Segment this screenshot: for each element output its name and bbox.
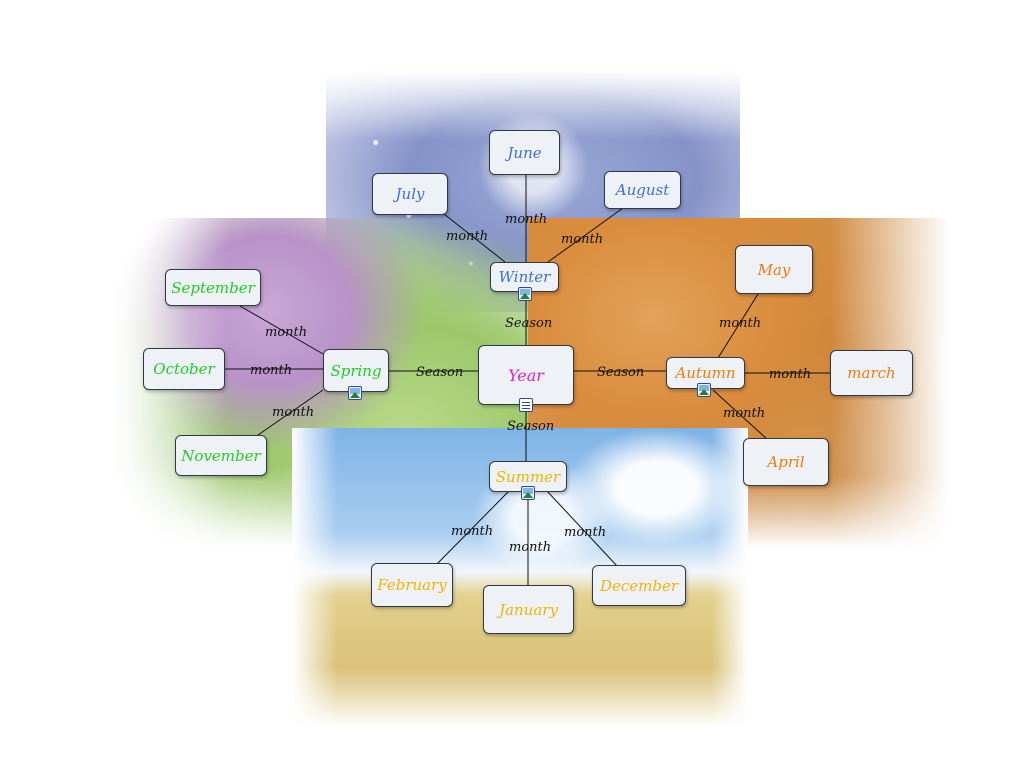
link-label-february: month — [451, 524, 493, 539]
topic-september-label: September — [171, 279, 255, 297]
topic-august[interactable]: August — [604, 171, 681, 209]
link-label-october: month — [250, 363, 292, 378]
image-attachment-icon[interactable] — [697, 383, 711, 397]
topic-december[interactable]: December — [592, 565, 686, 606]
document-attachment-icon[interactable] — [519, 398, 533, 412]
topic-november-label: November — [181, 447, 260, 465]
topic-march-label: march — [847, 364, 895, 382]
image-attachment-icon[interactable] — [521, 486, 535, 500]
topic-march[interactable]: march — [830, 350, 913, 396]
topic-june[interactable]: June — [489, 130, 560, 175]
link-label-season-summer: Season — [507, 419, 554, 434]
topic-april-label: April — [767, 453, 804, 471]
link-label-march: month — [769, 367, 811, 382]
link-label-season-winter: Season — [505, 316, 552, 331]
link-label-season-autumn: Season — [597, 365, 644, 380]
topic-may-label: May — [758, 261, 791, 279]
link-label-july: month — [446, 229, 488, 244]
topic-august-label: August — [616, 181, 669, 199]
topic-october[interactable]: October — [143, 348, 225, 390]
image-attachment-icon[interactable] — [518, 287, 532, 301]
topic-april[interactable]: April — [743, 438, 829, 486]
topic-autumn-label: Autumn — [675, 364, 735, 382]
link-label-september: month — [265, 325, 307, 340]
topic-october-label: October — [153, 360, 214, 378]
topic-spring-label: Spring — [330, 362, 381, 380]
topic-year[interactable]: Year — [478, 345, 574, 405]
topic-november[interactable]: November — [175, 435, 267, 476]
link-label-december: month — [564, 525, 606, 540]
link-label-november: month — [272, 405, 314, 420]
topic-july[interactable]: July — [372, 173, 448, 215]
topic-february-label: February — [377, 576, 447, 594]
topic-february[interactable]: February — [371, 563, 453, 607]
topic-winter-label: Winter — [499, 268, 551, 286]
image-attachment-icon[interactable] — [348, 386, 362, 400]
topic-january[interactable]: January — [483, 585, 574, 634]
topic-year-label: Year — [508, 366, 544, 385]
topic-september[interactable]: September — [165, 269, 261, 306]
link-label-june: month — [505, 212, 547, 227]
topic-july-label: July — [396, 185, 425, 203]
topic-june-label: June — [507, 144, 541, 162]
link-label-august: month — [561, 232, 603, 247]
link-label-season-spring: Season — [416, 365, 463, 380]
topic-summer-label: Summer — [496, 468, 560, 486]
topic-december-label: December — [600, 577, 678, 595]
topic-may[interactable]: May — [735, 245, 813, 294]
link-label-april: month — [723, 406, 765, 421]
link-label-january: month — [509, 540, 551, 555]
topic-january-label: January — [499, 601, 558, 619]
link-label-may: month — [719, 316, 761, 331]
